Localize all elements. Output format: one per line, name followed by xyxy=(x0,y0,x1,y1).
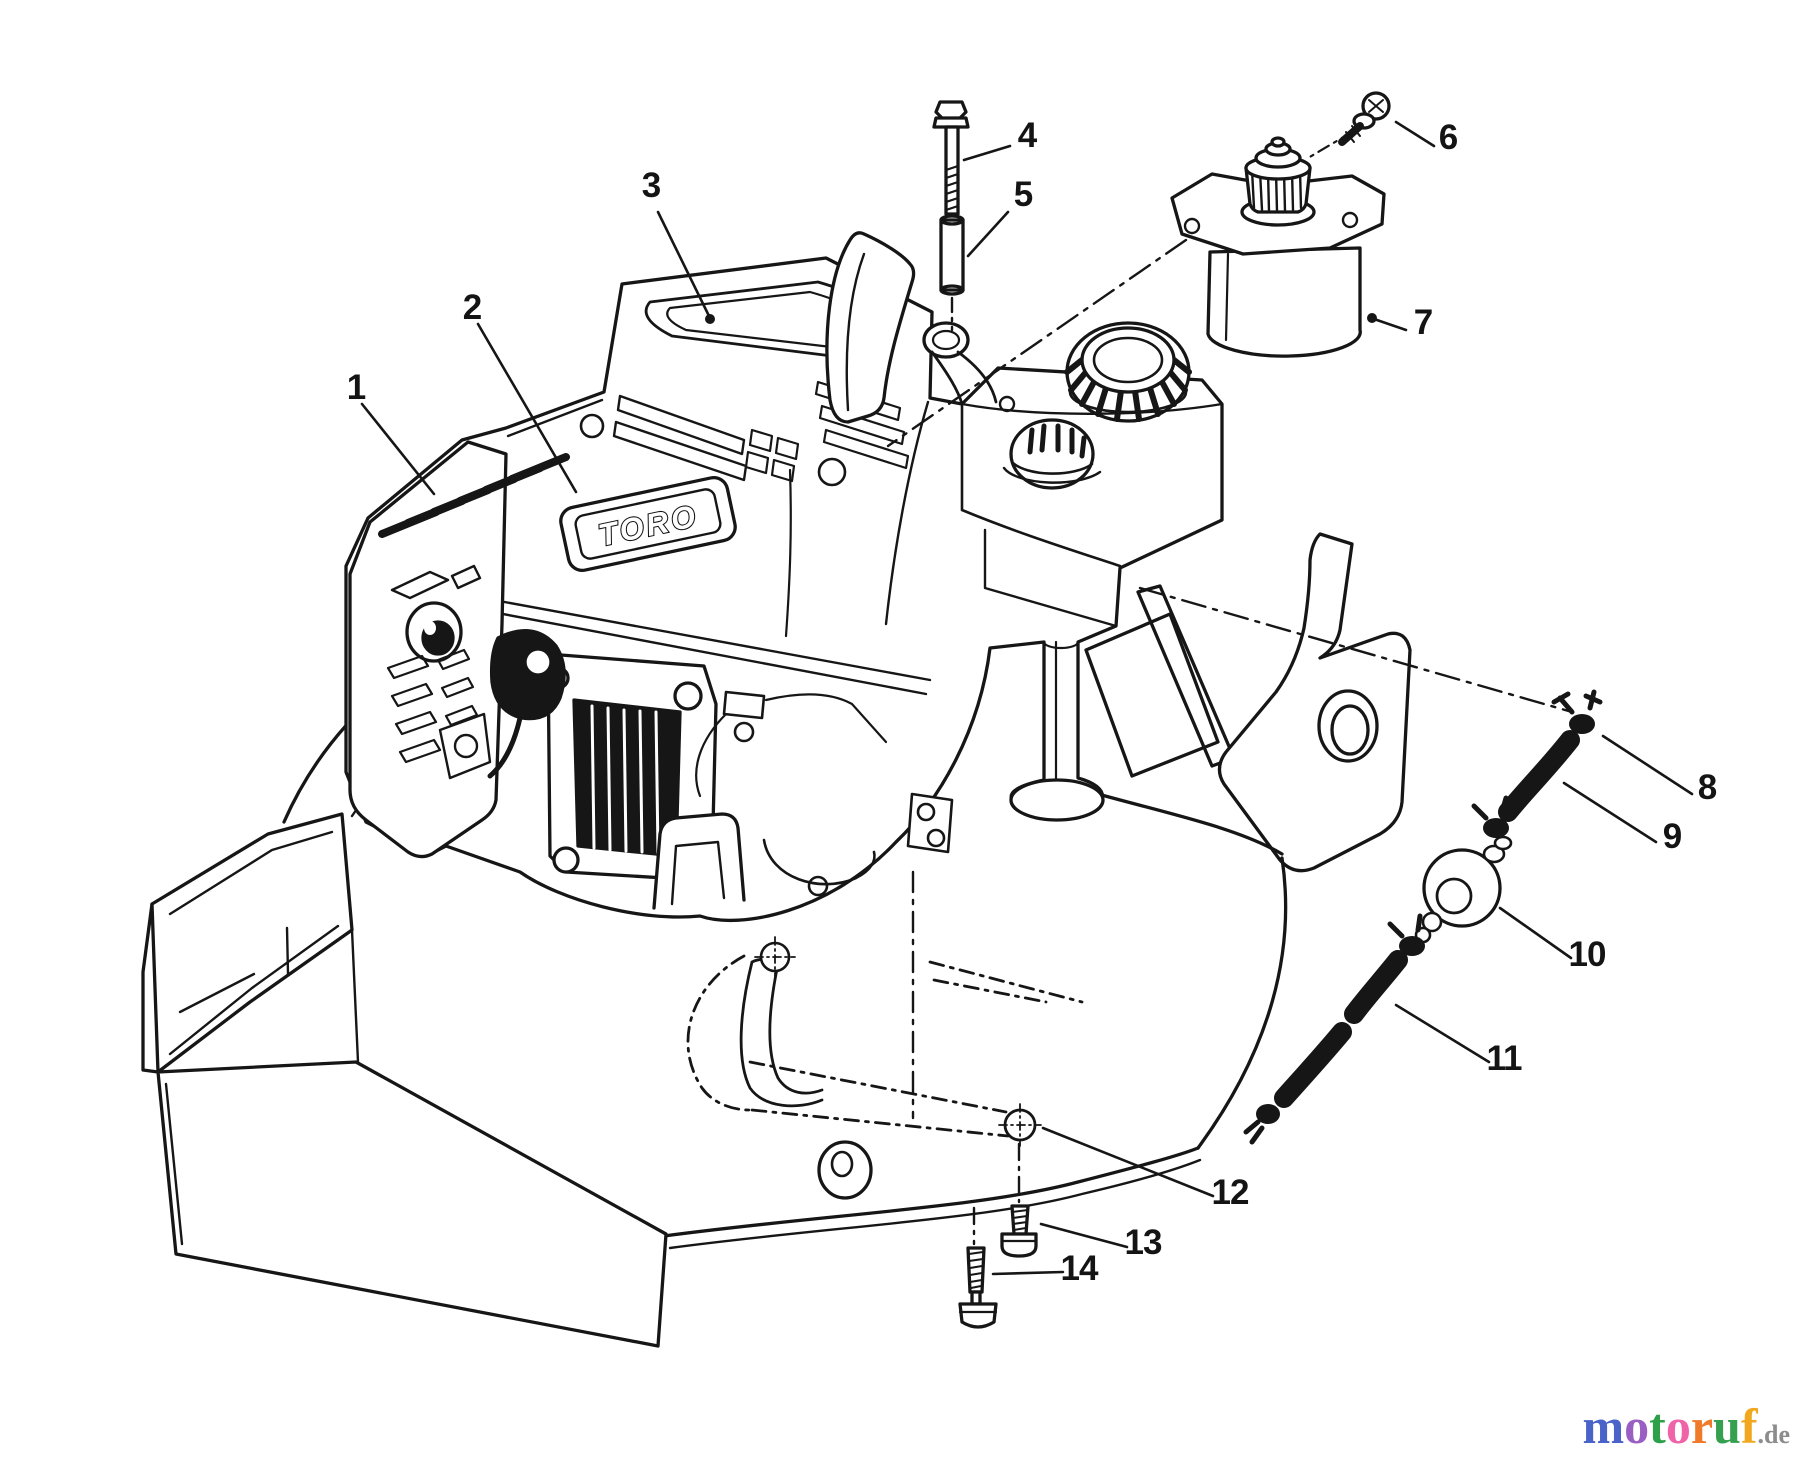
fuel-tank-cap xyxy=(1064,321,1192,423)
logo-letter: m xyxy=(1582,1398,1625,1454)
fuel-line xyxy=(1243,689,1603,1145)
callout-3: 3 xyxy=(642,166,661,205)
carburetor xyxy=(695,690,954,897)
callout-9: 9 xyxy=(1663,817,1682,856)
logo-suffix: .de xyxy=(1757,1420,1791,1449)
callout-2: 2 xyxy=(463,288,482,327)
screw-6 xyxy=(1338,91,1391,146)
logo-letter: t xyxy=(1649,1398,1666,1454)
callout-11: 11 xyxy=(1487,1039,1523,1078)
deck-foreground xyxy=(652,812,1084,1246)
toro-badge xyxy=(559,475,737,573)
fuel-hose-9 xyxy=(1498,730,1580,822)
callout-5: 5 xyxy=(1014,175,1033,214)
mower-deck-drawing xyxy=(141,532,1412,1348)
spacer-5 xyxy=(939,214,965,296)
logo-letter: r xyxy=(1690,1398,1714,1454)
starter-handle xyxy=(825,231,998,424)
callout-1: 1 xyxy=(347,368,366,407)
logo-letter: o xyxy=(1624,1398,1650,1454)
leader-lines xyxy=(360,120,1694,1276)
screw-13 xyxy=(1000,1204,1038,1258)
starter-motor xyxy=(1170,136,1386,358)
hose-clamp-8 xyxy=(1569,714,1595,734)
bolt-14 xyxy=(958,1246,998,1329)
callout-6: 6 xyxy=(1439,118,1458,157)
logo-letter: f xyxy=(1740,1398,1758,1454)
front-bracket-dashed xyxy=(686,954,1084,1138)
callout-4: 4 xyxy=(1018,116,1038,155)
callout-7: 7 xyxy=(1414,303,1432,342)
engine-drawing xyxy=(344,231,1224,923)
vent-slats xyxy=(378,453,570,538)
callout-12: 12 xyxy=(1212,1173,1249,1212)
bolt-4 xyxy=(932,100,970,216)
alignment-lines xyxy=(886,238,1574,714)
spark-plug xyxy=(487,629,566,779)
callout-10: 10 xyxy=(1569,935,1606,974)
fuel-hose-11 xyxy=(1344,950,1408,1024)
oil-fill-cap xyxy=(1002,418,1102,490)
motoruf-watermark-logo: motoruf.de xyxy=(1583,1401,1790,1451)
callout-14: 14 xyxy=(1061,1249,1099,1288)
recoil-panel xyxy=(348,440,508,859)
callouts: 1 2 3 4 5 6 7 8 9 10 11 12 13 14 xyxy=(347,116,1718,1288)
logo-letter: o xyxy=(1665,1398,1691,1454)
callout-8: 8 xyxy=(1698,768,1717,807)
fuel-filter-10 xyxy=(1422,848,1502,928)
pulley xyxy=(817,1140,873,1200)
logo-letter: u xyxy=(1713,1398,1741,1454)
callout-13: 13 xyxy=(1125,1223,1162,1262)
